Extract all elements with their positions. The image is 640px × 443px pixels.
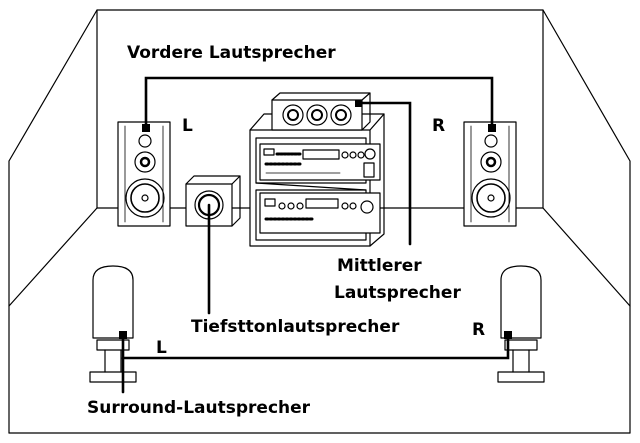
- surround-left-marker: L: [156, 338, 167, 358]
- center-speaker-line: [356, 101, 412, 246]
- subwoofer-label: Tiefsttonlautsprecher: [191, 317, 400, 337]
- center-speaker-label-line2: Lautsprecher: [334, 283, 461, 303]
- center-speaker: [271, 92, 371, 131]
- surround-speakers-label: Surround-Lautsprecher: [87, 398, 311, 418]
- surround-right-marker: R: [472, 320, 486, 340]
- lower-component: [259, 192, 381, 234]
- center-speaker-label-line1: Mittlerer: [337, 256, 422, 276]
- front-left-speaker: [117, 121, 171, 227]
- front-right-marker: R: [432, 116, 446, 136]
- room-outline: [8, 9, 631, 434]
- surround-speaker-line: [121, 333, 510, 360]
- surround-left-speaker: [89, 265, 137, 383]
- front-speaker-line: [144, 76, 494, 129]
- front-right-speaker: [463, 121, 517, 227]
- surround-right-speaker: [497, 265, 545, 383]
- upper-component: [259, 143, 381, 181]
- terminal-dots: [119, 100, 512, 339]
- subwoofer: [185, 175, 241, 227]
- front-left-marker: L: [182, 116, 193, 136]
- front-speakers-label: Vordere Lautsprecher: [127, 43, 336, 63]
- connection-lines: [121, 76, 510, 394]
